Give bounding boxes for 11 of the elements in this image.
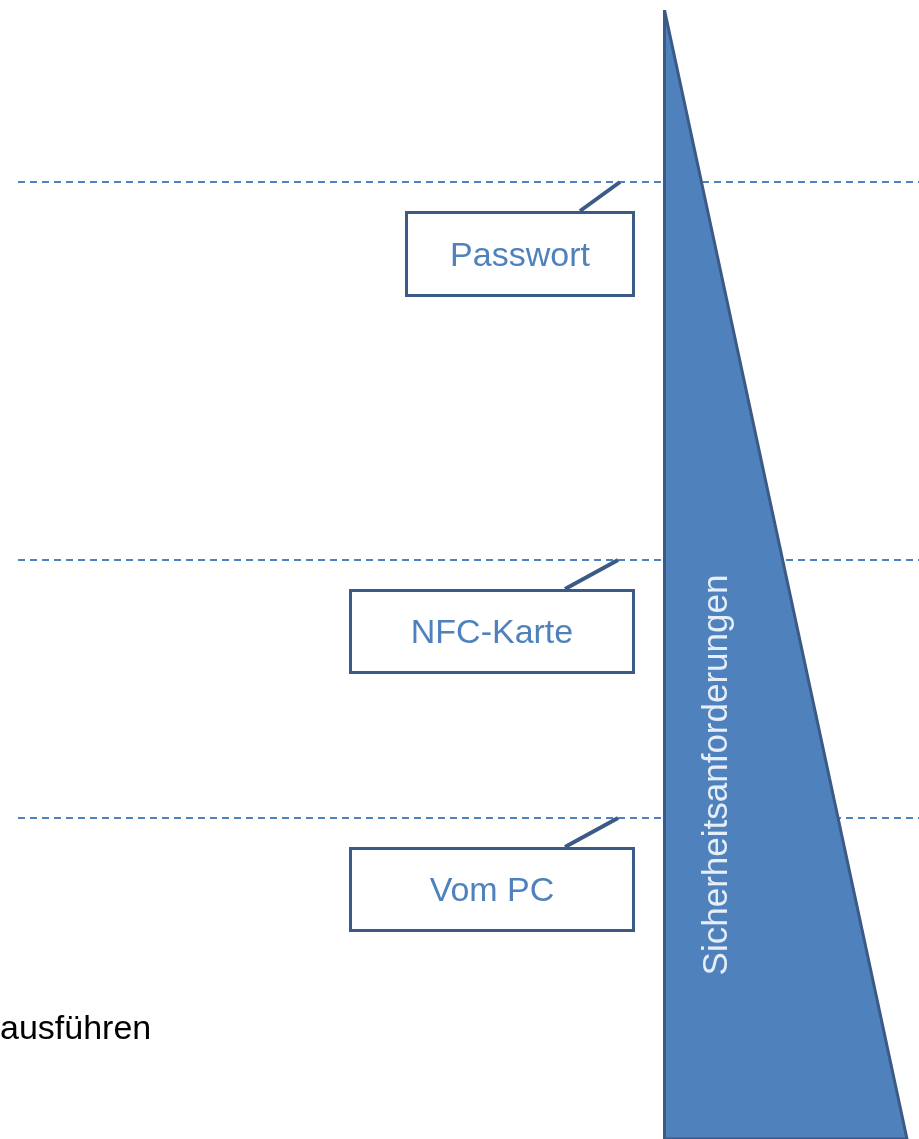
label-box — [405, 211, 635, 297]
leader-line — [564, 558, 619, 591]
box-label: Passwort — [450, 234, 590, 274]
leader-line — [564, 816, 619, 849]
label-box — [349, 847, 635, 932]
label-box — [349, 589, 635, 674]
axis-label: Sicherheitsanforderungen — [695, 574, 735, 976]
box-label: NFC-Karte — [410, 612, 574, 651]
text-label: ausführen — [0, 1008, 152, 1047]
box-label: Vom PC — [429, 870, 555, 909]
leader-line — [578, 180, 622, 213]
